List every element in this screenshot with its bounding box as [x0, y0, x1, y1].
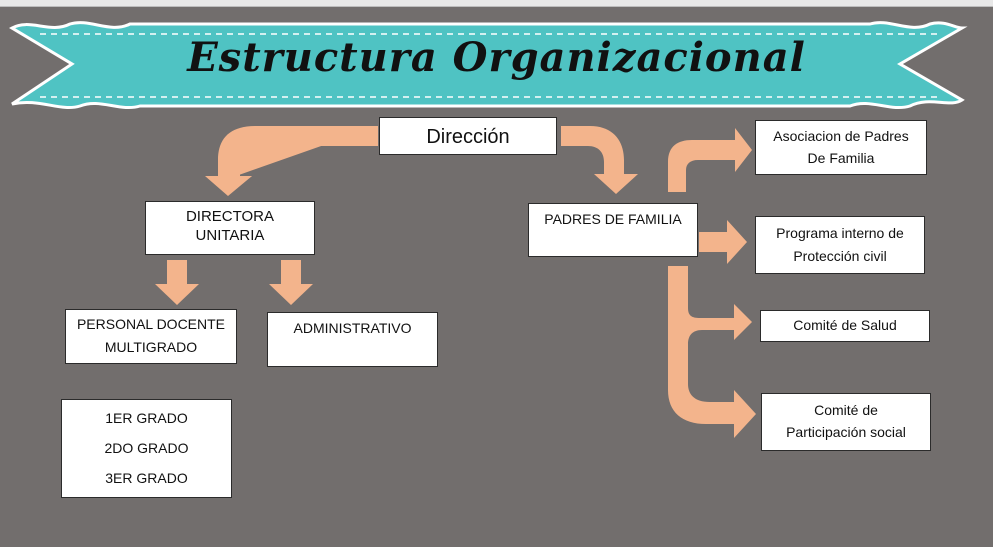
node-programa-line-1: Programa interno de [776, 225, 904, 241]
node-administrativo-label: ADMINISTRATIVO [293, 320, 412, 336]
node-comite-participacion: Comité de Participación social [761, 393, 931, 451]
title-banner [8, 21, 968, 109]
node-personal-docente: PERSONAL DOCENTE MULTIGRADO [65, 309, 237, 364]
node-personal-line-1: PERSONAL DOCENTE [76, 316, 226, 332]
node-directora-unitaria: DIRECTORA UNITARIA [145, 201, 315, 255]
window-top-border [0, 0, 993, 7]
node-padres-de-familia: PADRES DE FAMILIA [528, 203, 698, 257]
node-directora-line-1: DIRECTORA [185, 208, 275, 225]
grado-2: 2DO GRADO [104, 440, 189, 456]
node-participacion-line-1: Comité de [814, 402, 878, 418]
node-participacion-line-2: Participación social [786, 424, 906, 440]
page-title: Estructura Organizacional [187, 34, 806, 81]
node-directora-line-2: UNITARIA [195, 227, 265, 244]
node-direccion: Dirección [379, 117, 557, 155]
node-padres-label: PADRES DE FAMILIA [544, 211, 682, 227]
arrow-direccion-directora-body [205, 126, 378, 196]
grado-1: 1ER GRADO [105, 410, 188, 426]
grado-3: 3ER GRADO [105, 470, 188, 486]
node-asociacion-padres: Asociacion de Padres De Familia [755, 120, 927, 175]
node-comite-salud: Comité de Salud [760, 310, 930, 342]
arrow-padres-asociacion [668, 128, 752, 192]
node-personal-line-2: MULTIGRADO [104, 339, 198, 355]
arrow-directora-personal [155, 260, 199, 305]
node-grados: 1ER GRADO 2DO GRADO 3ER GRADO [61, 399, 232, 498]
node-asociacion-line-1: Asociacion de Padres [773, 128, 909, 144]
arrow-directora-admin [269, 260, 313, 305]
node-salud-label: Comité de Salud [793, 317, 897, 333]
node-administrativo: ADMINISTRATIVO [267, 312, 438, 367]
node-direccion-label: Dirección [426, 126, 510, 148]
arrow-padres-programa [699, 220, 747, 264]
node-programa-line-2: Protección civil [793, 248, 887, 264]
arrow-direccion-padres [561, 126, 638, 194]
node-asociacion-line-2: De Familia [807, 150, 875, 166]
arrow-padres-trunk [668, 266, 756, 438]
node-programa-proteccion-civil: Programa interno de Protección civil [755, 216, 925, 274]
